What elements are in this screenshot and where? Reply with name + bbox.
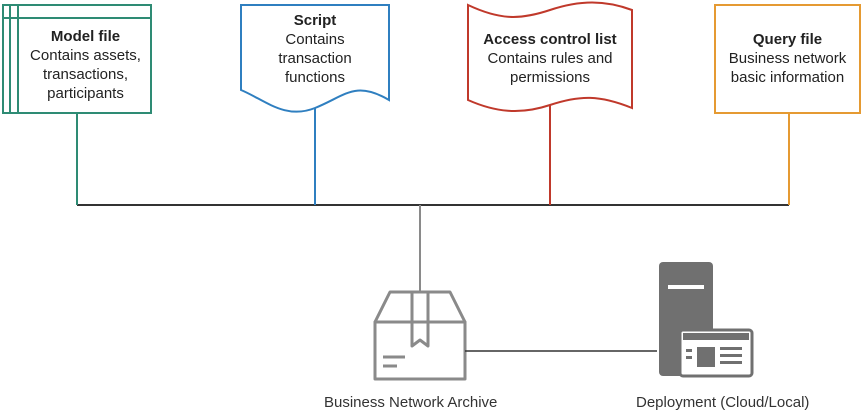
model-file-description: Contains assets, transactions, participa… [30,47,141,102]
model-file-label: Model file Contains assets, transactions… [20,27,151,103]
acl-description: Contains rules and permissions [487,50,613,86]
model-file-shape [2,4,152,205]
script-label: Script Contains transaction functions [241,11,389,87]
acl-title: Access control list [483,31,617,48]
acl-label: Access control list Contains rules and p… [468,30,632,87]
server-icon [659,262,754,378]
script-title: Script [293,12,337,29]
archive-caption: Business Network Archive [324,394,498,411]
acl-shape [467,1,633,205]
query-file-title: Query file [752,31,823,48]
query-file-shape [714,4,861,205]
deployment-caption: Deployment (Cloud/Local) [636,394,810,411]
script-description: Contains transaction functions [278,31,352,86]
model-file-title: Model file [50,28,121,45]
query-file-description: Business network basic information [728,50,847,86]
query-file-label: Query file Business network basic inform… [715,30,860,87]
script-shape [240,4,390,205]
archive-box-icon [373,290,467,381]
